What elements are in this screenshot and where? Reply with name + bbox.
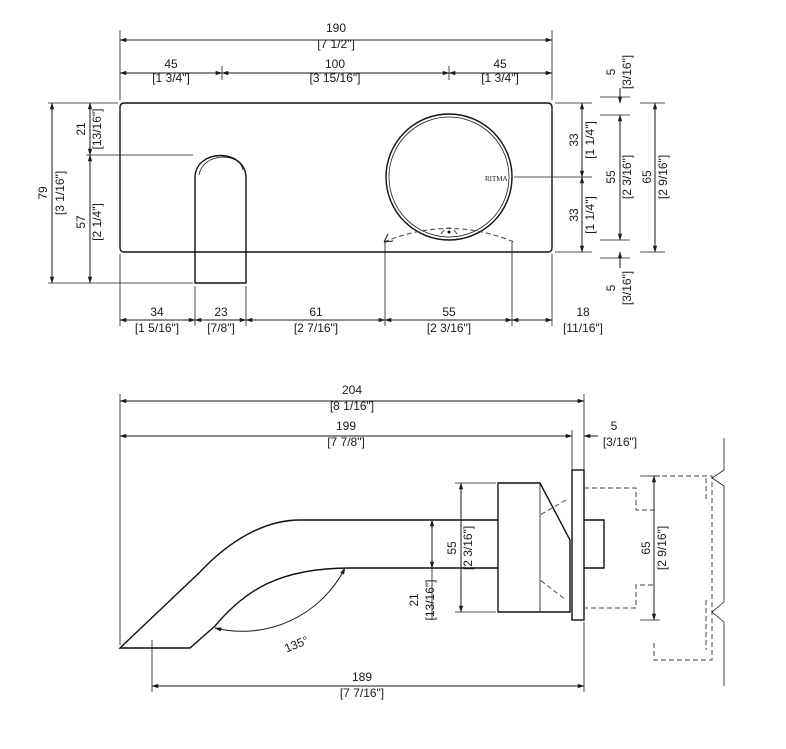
dim-spout-to-bottom-in: [2 1/4"] (90, 203, 104, 241)
angle-arc (214, 567, 346, 632)
dim-knob-lower-mm: 33 (567, 208, 581, 222)
dim-bottom-5-mm: 18 (576, 305, 590, 319)
rotation-arrow-left (383, 233, 394, 243)
dim-left-margin-in: [1 3/4"] (152, 71, 190, 85)
dim-bottom-3-in: [2 7/16"] (294, 321, 338, 335)
dim-spout-height-mm: 21 (407, 593, 421, 607)
dim-center-span-mm: 100 (325, 57, 345, 71)
dim-knob-lower-in: [1 1/4"] (583, 196, 597, 234)
dim-bottom-offset-in: [3/16"] (620, 271, 634, 305)
control-knob (385, 113, 513, 241)
dim-box-height-in: [2 9/16"] (655, 526, 669, 570)
dim-overall-width-in: [7 1/2"] (317, 37, 355, 51)
brand-mark: RITMA (485, 175, 508, 183)
dim-right-margin-mm: 45 (493, 57, 507, 71)
dim-body-height-mm: 65 (640, 170, 654, 184)
dim-box-height-mm: 65 (639, 541, 653, 555)
dim-body-height-in: [2 9/16"] (656, 155, 670, 199)
dim-knob-diameter-mm: 55 (604, 170, 618, 184)
dim-bottom-1-mm: 34 (150, 305, 164, 319)
spout-front (194, 154, 247, 284)
knob-indicator (440, 227, 458, 235)
angle-label: 135° (282, 633, 310, 655)
dim-plate-thickness-mm: 5 (611, 419, 618, 433)
wall-break-line (711, 438, 725, 686)
control-knob-rim (388, 116, 510, 238)
dim-knob-diameter-in: [2 3/16"] (620, 155, 634, 199)
dim-bottom-1-in: [1 5/16"] (135, 321, 179, 335)
front-view: RITMA 190 [7 1/2"] 45 [1 3/4"] 100 [3 15… (36, 21, 670, 335)
dim-body-height-side-in: [2 3/16"] (461, 526, 475, 570)
dim-center-span-in: [3 15/16"] (310, 71, 361, 85)
dim-projection-in: [7 7/8"] (327, 435, 365, 449)
knob-indicator-dot (447, 230, 451, 234)
dim-spout-reach-mm: 189 (352, 670, 372, 684)
dim-bottom-offset-mm: 5 (604, 284, 618, 291)
dim-bottom-4-in: [2 3/16"] (427, 321, 471, 335)
dim-spout-to-bottom-mm: 57 (74, 215, 88, 229)
dim-bottom-5-in: [11/16"] (563, 321, 603, 335)
faceplate-outline (119, 102, 553, 253)
spout-side-profile (118, 519, 498, 649)
side-view: 135° 204 [8 1/16"] 199 [7 7/8"] 5 [3/16"… (118, 383, 725, 700)
dim-bottom-3-mm: 61 (309, 305, 323, 319)
dim-overall-width-mm: 190 (326, 21, 346, 35)
dim-plate-thickness-in: [3/16"] (603, 435, 637, 449)
dim-spout-height-in: [13/16"] (423, 580, 437, 621)
dim-knob-upper-mm: 33 (567, 133, 581, 147)
dim-knob-upper-in: [1 1/4"] (583, 121, 597, 159)
dim-spout-reach-in: [7 7/16"] (340, 686, 384, 700)
dim-right-margin-in: [1 3/4"] (481, 71, 519, 85)
mixer-body-side (497, 482, 571, 613)
dim-total-depth-mm: 204 (342, 383, 362, 397)
dim-bottom-2-mm: 23 (214, 305, 228, 319)
dim-top-offset-in: [3/16"] (620, 55, 634, 89)
dim-top-offset-mm: 5 (604, 68, 618, 75)
cartridge-stub (584, 519, 605, 569)
dim-projection-mm: 199 (336, 419, 356, 433)
dim-top-to-spout-mm: 21 (74, 122, 88, 136)
spout-front-inner (198, 156, 244, 176)
dim-top-to-spout-in: [13/16"] (90, 109, 104, 150)
in-wall-housing (539, 499, 567, 601)
dim-bottom-2-in: [7/8"] (207, 321, 235, 335)
dim-body-height-side-mm: 55 (445, 541, 459, 555)
wall-plate-side (571, 469, 585, 621)
in-wall-frame (653, 475, 713, 661)
dim-left-margin-mm: 45 (164, 57, 178, 71)
dim-bottom-4-mm: 55 (442, 305, 456, 319)
dim-total-depth-in: [8 1/16"] (330, 399, 374, 413)
dim-plate-height-mm: 79 (36, 186, 50, 200)
dim-plate-height-in: [3 1/16"] (53, 171, 67, 215)
